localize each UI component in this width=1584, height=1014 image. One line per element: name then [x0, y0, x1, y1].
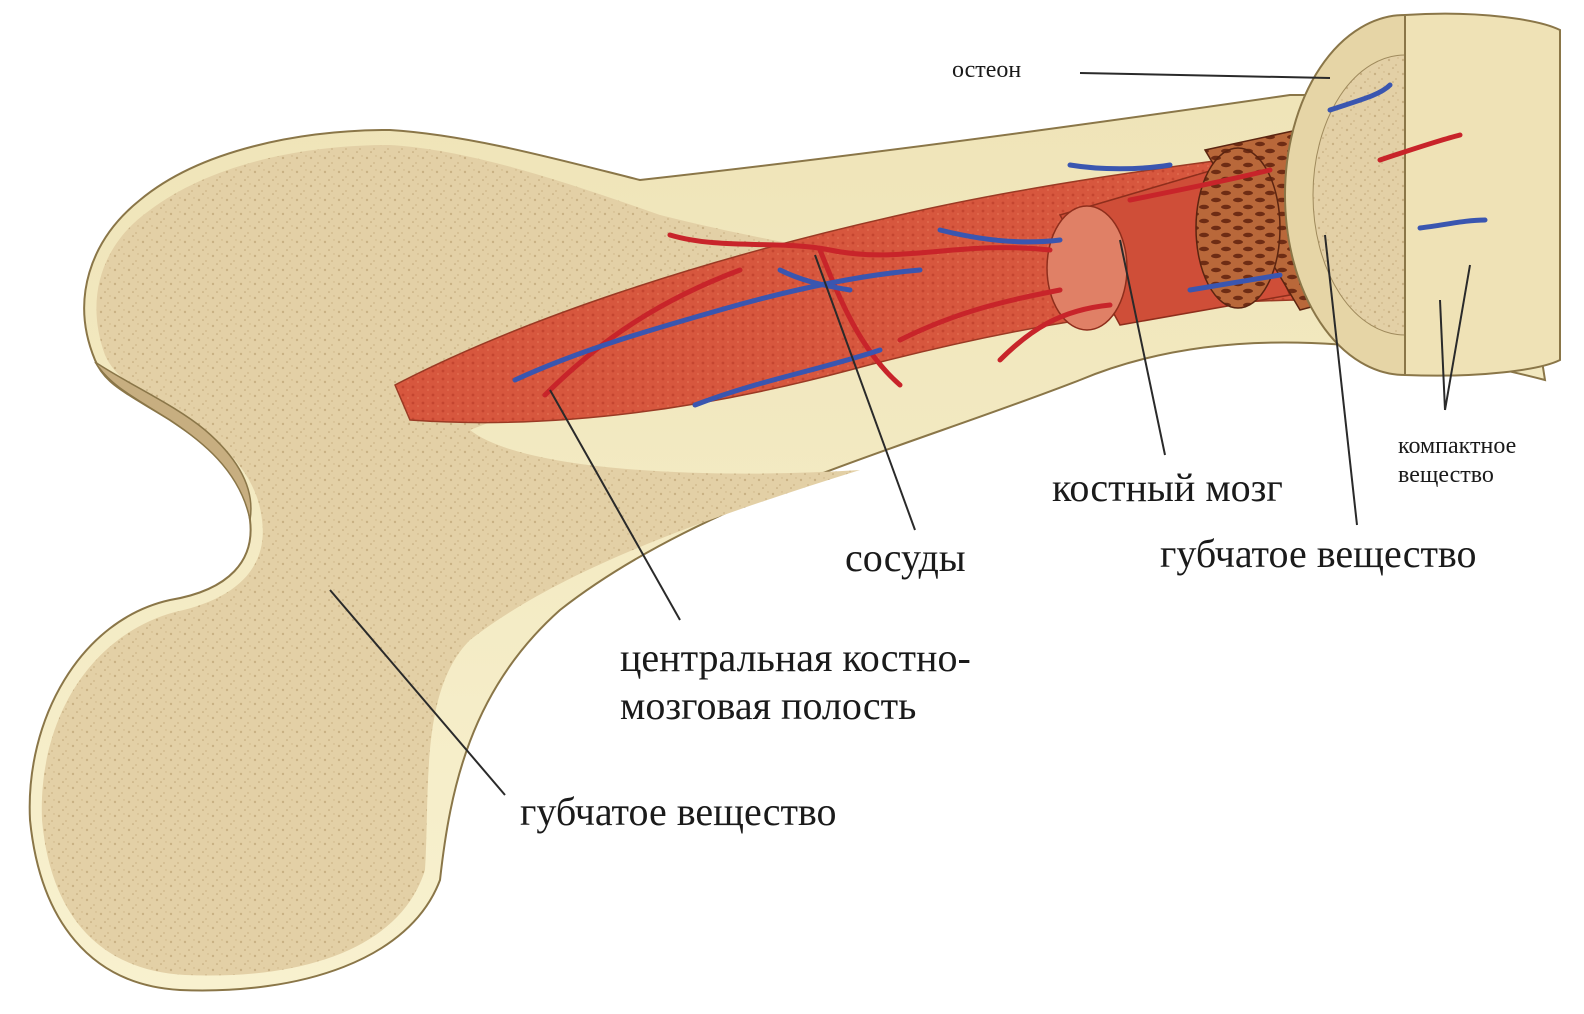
label-spongy-substance-right: губчатое вещество — [1160, 534, 1477, 574]
shaft-outer-surface — [1405, 14, 1560, 376]
label-vessels: сосуды — [845, 538, 966, 578]
label-marrow: костный мозг — [1052, 468, 1283, 508]
label-spongy-substance-left: губчатое вещество — [520, 792, 837, 832]
marrow-cylinder-end — [1047, 206, 1127, 330]
label-medullary-cavity: центральная костно- мозговая полость — [620, 634, 971, 730]
label-compact-substance: компактное вещество — [1398, 432, 1516, 490]
label-osteon: остеон — [952, 58, 1021, 82]
